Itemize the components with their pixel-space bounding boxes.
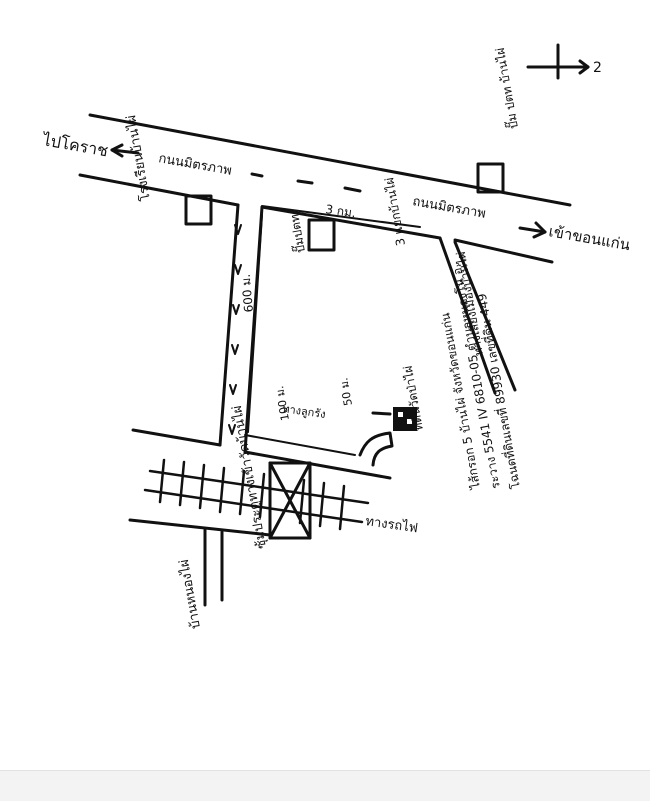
label-distance-top: 3 กม.	[325, 202, 357, 220]
direction-arrows-icon	[228, 224, 242, 435]
measure-lines	[244, 205, 421, 456]
top-right-building-icon	[476, 162, 505, 194]
label-to-korat: ไปโคราช	[39, 130, 109, 161]
lower-road-top-edge-2	[243, 450, 392, 480]
label-top-right-building: ปั๊ม ปตท บ้านไผ่	[491, 47, 521, 131]
compass-label: 2	[593, 60, 602, 76]
left-building-icon	[184, 194, 213, 226]
label-railway: ทางรถไฟ	[364, 513, 419, 536]
label-main-road-right: ถนนมิตรภาพ	[411, 194, 487, 222]
label-distance-short: 50 ม.	[337, 377, 355, 407]
main-road-top-edge	[88, 113, 572, 207]
bypass-road-edge-1	[438, 236, 497, 395]
side-road-left-edge	[218, 203, 240, 447]
label-middle-building: ปั๊มปตท.	[285, 209, 308, 254]
gate-icon	[268, 461, 312, 540]
label-distance-vertical: 600 ม.	[239, 273, 256, 313]
main-road-bottom-edge-right	[260, 205, 442, 240]
footer-strip	[0, 770, 650, 801]
destination-marker-icon	[393, 407, 417, 431]
label-village: บ้านหนองไผ่	[176, 558, 204, 630]
label-distance-bottom: 100 ม.	[273, 385, 292, 422]
bypass-road-edge-2	[453, 240, 517, 392]
arrow-right-icon	[518, 221, 547, 239]
label-path: ทางลูกรัง	[282, 402, 327, 421]
label-intersection: 3 แยกบ้านไผ่	[382, 176, 408, 246]
middle-building-icon	[307, 218, 336, 252]
railway-icon	[143, 458, 370, 531]
label-main-road-left: กนนมิตรภาพ	[157, 151, 233, 179]
arrow-left-icon	[110, 143, 140, 158]
label-to-khonkaen: เข้าขอนแก่น	[547, 222, 631, 254]
main-road-bottom-edge-left	[78, 173, 240, 207]
main-road-centre-dashes	[250, 172, 362, 193]
compass-icon	[526, 43, 590, 80]
lower-road-bottom-edge	[128, 518, 272, 537]
lower-road-top-edge	[131, 428, 222, 447]
destination-entrance	[358, 431, 394, 467]
